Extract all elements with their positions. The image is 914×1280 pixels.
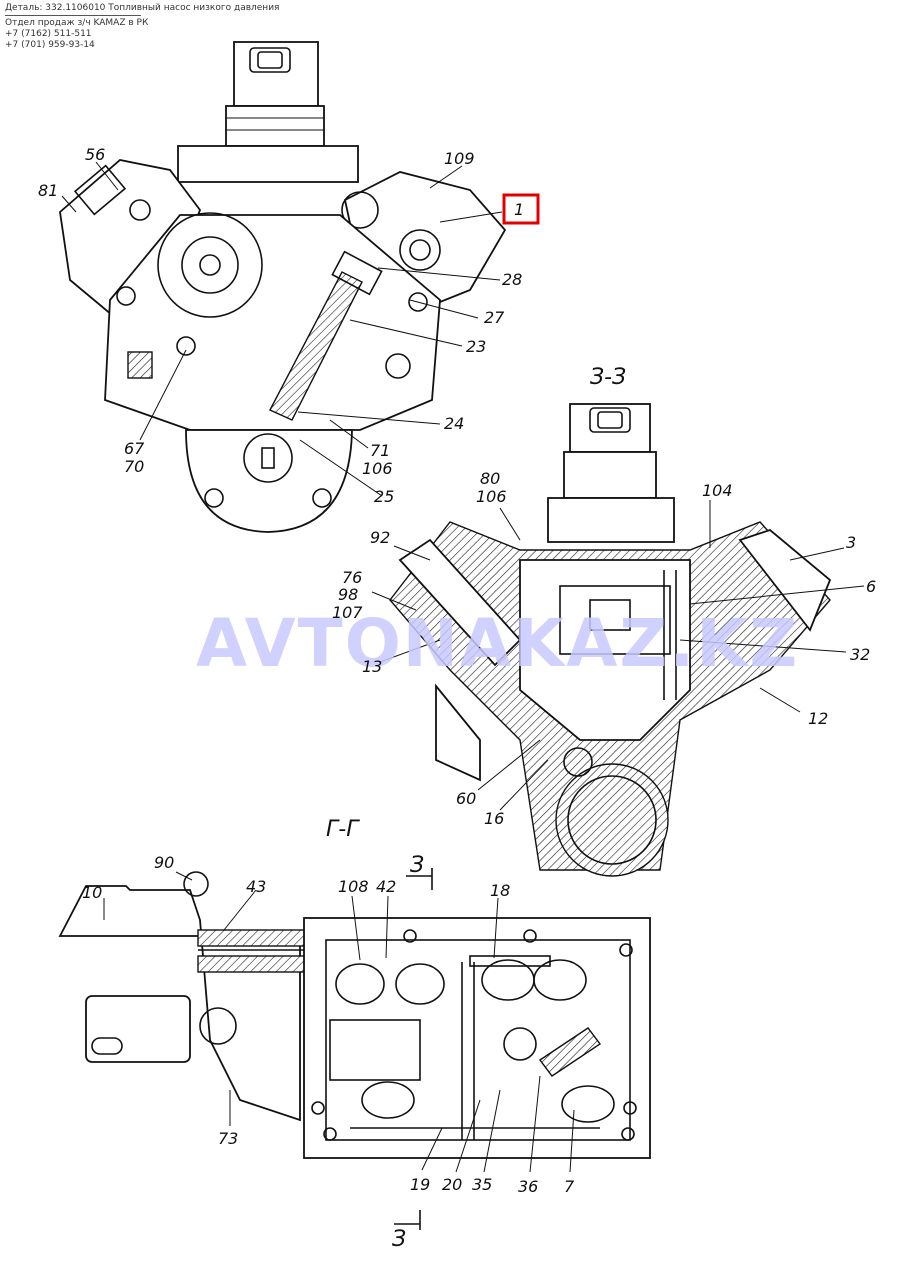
callout-76: 76 <box>342 568 362 587</box>
callout-6: 6 <box>866 577 876 596</box>
callout-92: 92 <box>370 528 390 547</box>
callout-7: 7 <box>564 1177 575 1196</box>
callout-27: 27 <box>484 308 505 327</box>
callout-104: 104 <box>702 481 733 500</box>
callout-98: 98 <box>338 585 358 604</box>
pump-section-body <box>303 917 651 1159</box>
callout-16: 16 <box>484 809 504 828</box>
header-divider <box>5 15 141 16</box>
callout-42: 42 <box>376 877 396 896</box>
callout-106-mid: 106 <box>476 487 507 506</box>
solenoid-body <box>225 105 325 147</box>
callout-106-top: 106 <box>362 459 393 478</box>
top-callout-leaders <box>61 161 503 497</box>
callout-18: 18 <box>490 881 510 900</box>
callout-28: 28 <box>502 270 522 289</box>
diagonal-plunger <box>269 271 363 421</box>
section-gg-view <box>58 868 651 1230</box>
callout-67: 67 <box>124 439 145 458</box>
cut-mark-bottom: З <box>392 1227 406 1252</box>
cut-mark-top: З <box>410 853 424 878</box>
part-title: Деталь: 332.1106010 Топливный насос низк… <box>5 3 280 13</box>
callout-32: 32 <box>850 645 870 664</box>
callout-23: 23 <box>466 337 486 356</box>
callout-81: 81 <box>38 181 58 200</box>
phone-1: +7 (7162) 511-511 <box>5 29 92 39</box>
callout-71: 71 <box>370 441 390 460</box>
callout-3: 3 <box>846 533 856 552</box>
callout-19: 19 <box>410 1175 430 1194</box>
callout-109: 109 <box>444 149 475 168</box>
callout-10: 10 <box>82 883 102 902</box>
callout-43: 43 <box>246 877 266 896</box>
callout-25: 25 <box>374 487 394 506</box>
callout-24: 24 <box>444 414 464 433</box>
callout-12: 12 <box>808 709 828 728</box>
section-title-zz: З-З <box>590 365 626 390</box>
pump-central-body <box>104 214 441 431</box>
callout-73: 73 <box>218 1129 238 1148</box>
plug-90 <box>183 871 209 897</box>
callout-80: 80 <box>480 469 500 488</box>
highlight-box[interactable] <box>502 193 540 225</box>
callout-56: 56 <box>85 145 105 164</box>
callout-13: 13 <box>362 657 382 676</box>
callout-35: 35 <box>472 1175 492 1194</box>
dealer-name: Отдел продаж з/ч KAMAZ в РК <box>5 18 149 28</box>
section-zz-view <box>389 403 832 877</box>
zz-callout-leaders <box>371 500 865 811</box>
callout-20: 20 <box>442 1175 462 1194</box>
callout-90: 90 <box>154 853 174 872</box>
callout-108: 108 <box>338 877 369 896</box>
section-title-gg: Г-Г <box>326 817 360 842</box>
callout-70: 70 <box>124 457 144 476</box>
solenoid-housing <box>233 41 319 107</box>
callout-labels: 56 81 109 1 28 27 23 24 67 70 71 106 25 … <box>38 145 876 1196</box>
watermark: AVTONAKAZ.KZ <box>196 605 799 682</box>
camshaft-section <box>555 763 669 877</box>
gg-callout-leaders <box>103 871 575 1173</box>
callout-60: 60 <box>456 789 476 808</box>
header-info: Деталь: 332.1106010 Топливный насос низк… <box>5 3 279 51</box>
drive-flange <box>185 429 353 533</box>
pump-front-view <box>59 41 507 533</box>
callout-107: 107 <box>332 603 363 622</box>
phone-2: +7 (701) 959-93-14 <box>5 40 95 50</box>
callout-36: 36 <box>518 1177 538 1196</box>
callout-1: 1 <box>514 200 524 219</box>
